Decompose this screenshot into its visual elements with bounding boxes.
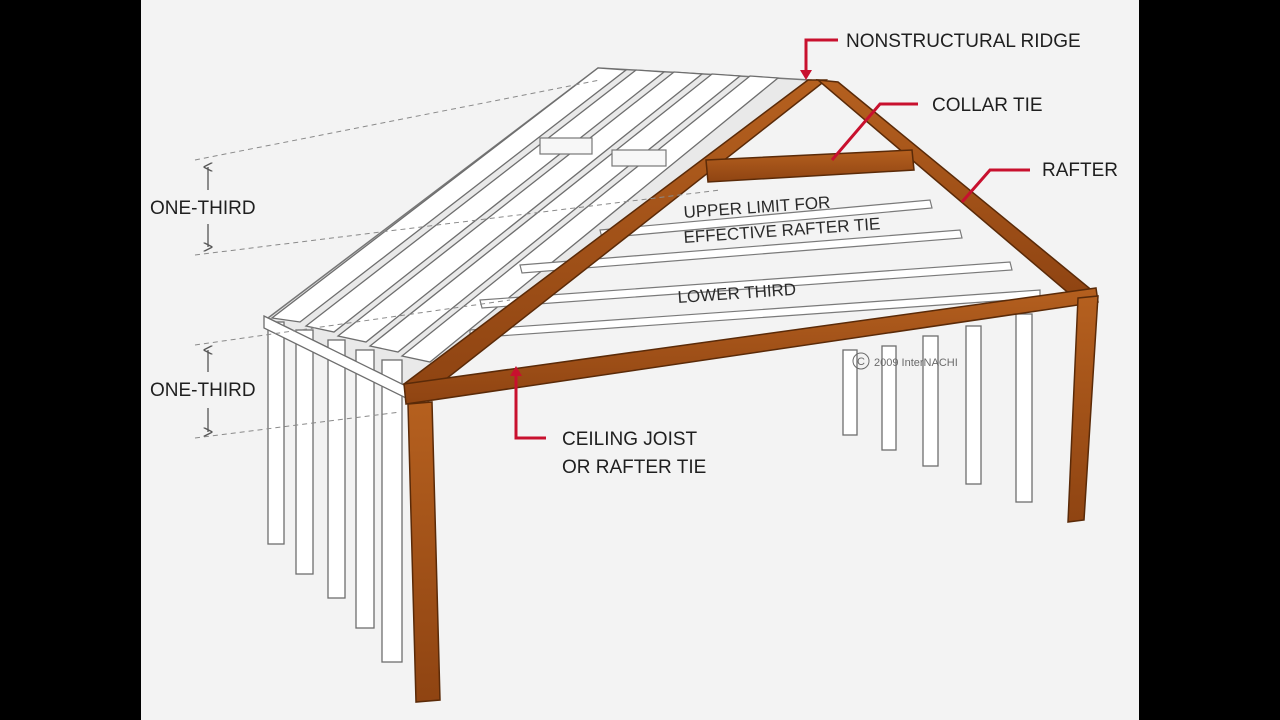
ridge-callout-arrowhead (800, 70, 812, 80)
dim-line (194, 189, 721, 256)
highlighted-lumber (402, 79, 1099, 703)
wall-stud (842, 349, 858, 436)
right-wall-studs (842, 313, 1033, 503)
rafter-strip (304, 69, 666, 333)
rafter-strip (400, 75, 780, 363)
ceiling-joist-callout-line (514, 372, 546, 440)
rafter-callout-line (960, 168, 1030, 203)
front-left-post (407, 401, 441, 703)
copyright-icon (852, 352, 870, 370)
dim-line (194, 411, 401, 439)
left-slope-rafters (270, 67, 780, 363)
copyright-c: C (857, 356, 865, 368)
wall-stud (922, 335, 939, 467)
blocking-piece (611, 149, 667, 167)
front-right-post (1067, 295, 1099, 523)
dim-line (194, 299, 511, 346)
dimension-guides (194, 79, 721, 439)
wall-stud (1015, 313, 1033, 503)
collar-tie-callout-line (830, 102, 918, 161)
wall-stud (267, 321, 285, 545)
ceiling-joist-strip (479, 261, 1013, 309)
collar-tie-label: COLLAR TIE (932, 95, 1043, 116)
rafter-strip (368, 73, 742, 353)
blocking-piece (539, 137, 593, 155)
dim-line (194, 79, 601, 161)
one-third-lower-label: ONE-THIRD (150, 380, 256, 401)
wall-stud (381, 359, 403, 663)
wall-stud (327, 339, 346, 599)
wall-stud (295, 329, 314, 575)
rafter-label: RAFTER (1042, 160, 1118, 181)
one-third-upper-label: ONE-THIRD (150, 198, 256, 219)
copyright-label: 2009 InterNACHI (874, 357, 958, 369)
ceiling-joist-label-line2: OR RAFTER TIE (562, 457, 706, 478)
rafter-strip (336, 71, 704, 343)
rafter-strip (270, 67, 628, 323)
ridge-callout-line (804, 38, 838, 72)
ceiling-joist-label-line1: CEILING JOIST (562, 429, 698, 450)
slope-blocking (539, 137, 667, 167)
lower-third-label: LOWER THIRD (677, 280, 797, 307)
wall-stud (881, 345, 897, 451)
callout-lines (514, 38, 1030, 440)
ceiling-joist-callout-arrowhead (510, 366, 522, 376)
left-wall-studs (267, 321, 403, 663)
wall-stud (355, 349, 375, 629)
collar-tie-member (705, 149, 915, 183)
nonstructural-ridge-label: NONSTRUCTURAL RIDGE (846, 31, 1081, 52)
wall-stud (965, 325, 982, 485)
ceiling-joist-strip (519, 229, 963, 274)
